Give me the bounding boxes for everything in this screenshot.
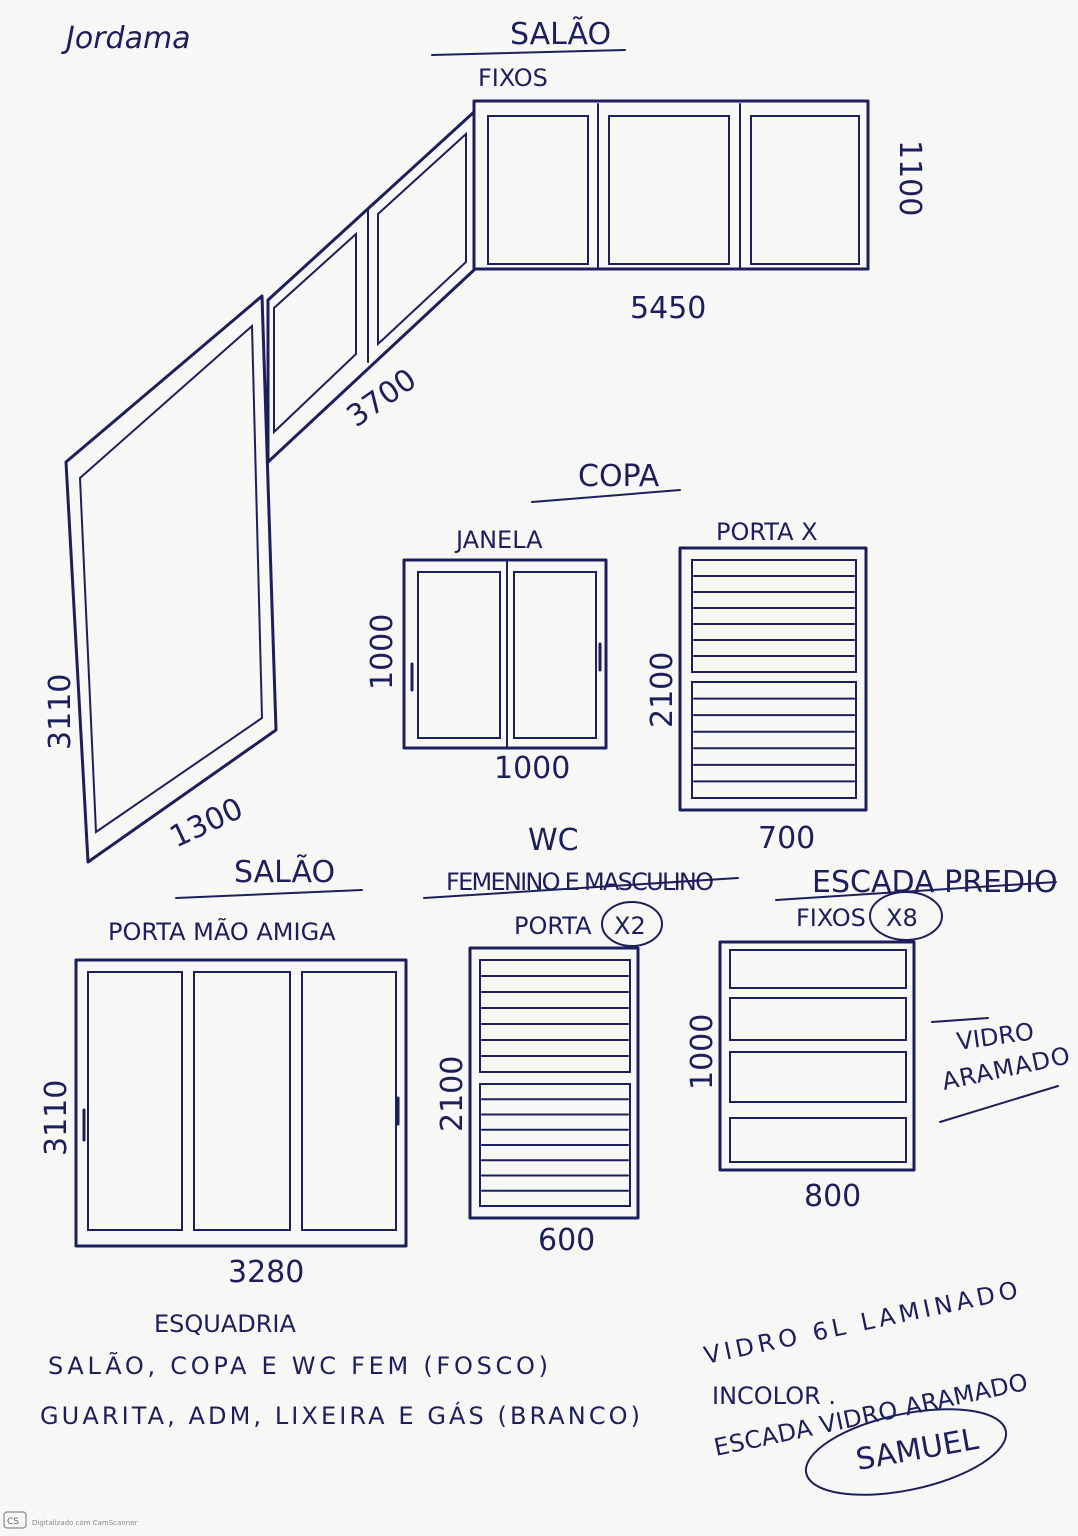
salao-door-height-dim: 3110 xyxy=(43,674,78,750)
esquadria-line-2: GUARITA, ADM, LIXEIRA E GÁS (BRANCO) xyxy=(40,1401,640,1430)
salao-bottom-height-dim: 3110 xyxy=(39,1080,74,1156)
wc-underline xyxy=(423,877,739,899)
salao-top-height-dim: 1100 xyxy=(892,140,927,216)
escada-qty-circle xyxy=(869,891,943,941)
header-signature: Jordama xyxy=(61,21,191,56)
wc-qty-circle xyxy=(601,901,663,947)
samuel-signature-loop xyxy=(804,1408,1008,1496)
fixos-horizontal-frame xyxy=(472,99,870,271)
copa-porta-width-dim: 700 xyxy=(758,821,815,856)
wc-porta-frame xyxy=(468,946,640,1220)
copa-janela-width-dim: 1000 xyxy=(494,751,570,786)
salao-top-width-dim: 5450 xyxy=(630,291,706,326)
wc-title: WC xyxy=(528,823,579,858)
escada-height-dim: 1000 xyxy=(685,1014,720,1090)
wc-porta-height-dim: 2100 xyxy=(435,1056,470,1132)
salao-bottom-title: SALÃO xyxy=(234,854,335,890)
escada-fixos-qty: X8 xyxy=(886,904,918,932)
notes-section: ESQUADRIA SALÃO, COPA E WC FEM (FOSCO) G… xyxy=(40,1276,1030,1496)
escada-fixos-label: FIXOS xyxy=(796,904,866,932)
escada-width-dim: 800 xyxy=(804,1179,861,1214)
vidro-note-underline xyxy=(939,1085,1059,1123)
porta-mao-amiga-frame xyxy=(74,958,408,1248)
salao-top-section: SALÃO FIXOS 1100 5450 3700 3110 1300 xyxy=(43,16,927,864)
vidro-note-leader xyxy=(931,1017,989,1023)
copa-porta-height-dim: 2100 xyxy=(645,652,680,728)
vidro-spec-line-2: INCOLOR . xyxy=(712,1382,836,1410)
salao-door-diagonal-frame xyxy=(64,294,278,864)
copa-janela-frame xyxy=(402,558,608,750)
escada-fixos-frame xyxy=(718,940,916,1172)
samuel-signature: SAMUEL xyxy=(853,1422,981,1478)
esquadria-line-1: SALÃO, COPA E WC FEM (FOSCO) xyxy=(48,1350,548,1380)
copa-janela-height-dim: 1000 xyxy=(365,614,400,690)
copa-janela-label: JANELA xyxy=(454,526,543,554)
wc-porta-qty: X2 xyxy=(614,912,646,940)
wc-porta-label: PORTA xyxy=(514,912,592,940)
wc-section: WC FEMENINO E MASCULINO PORTA X2 2100 60… xyxy=(423,823,739,1258)
copa-underline xyxy=(531,489,681,503)
salao-bottom-section: SALÃO PORTA MÃO AMIGA 3110 3280 xyxy=(39,854,408,1290)
salao-top-underline xyxy=(431,49,626,56)
camscanner-text: Digitalizado com CamScanner xyxy=(32,1519,137,1527)
salao-bottom-porta-label: PORTA MÃO AMIGA xyxy=(108,916,336,946)
esquadria-title: ESQUADRIA xyxy=(154,1310,297,1338)
copa-porta-label: PORTA X xyxy=(716,518,818,546)
camscanner-logo: CS xyxy=(7,1517,19,1527)
camscanner-footer: CS Digitalizado com CamScanner xyxy=(3,1511,137,1529)
copa-porta-frame xyxy=(678,546,868,812)
salao-top-diag-dim: 3700 xyxy=(341,362,424,434)
camscanner-logo-icon xyxy=(3,1511,27,1529)
escada-underline xyxy=(775,881,1057,901)
vidro-spec-line-1: VIDRO 6L LAMINADO xyxy=(701,1276,1020,1370)
salao-top-title: SALÃO xyxy=(510,16,611,52)
salao-bottom-width-dim: 3280 xyxy=(228,1255,304,1290)
wc-porta-width-dim: 600 xyxy=(538,1223,595,1258)
salao-top-subtitle: FIXOS xyxy=(478,64,548,92)
escada-section: ESCADA PREDIO FIXOS X8 1000 800 VIDRO AR… xyxy=(685,865,1072,1214)
copa-title: COPA xyxy=(578,459,660,494)
copa-section: COPA JANELA 1000 1000 PORTA X 2100 700 xyxy=(365,459,868,856)
salao-bottom-underline xyxy=(175,889,363,899)
